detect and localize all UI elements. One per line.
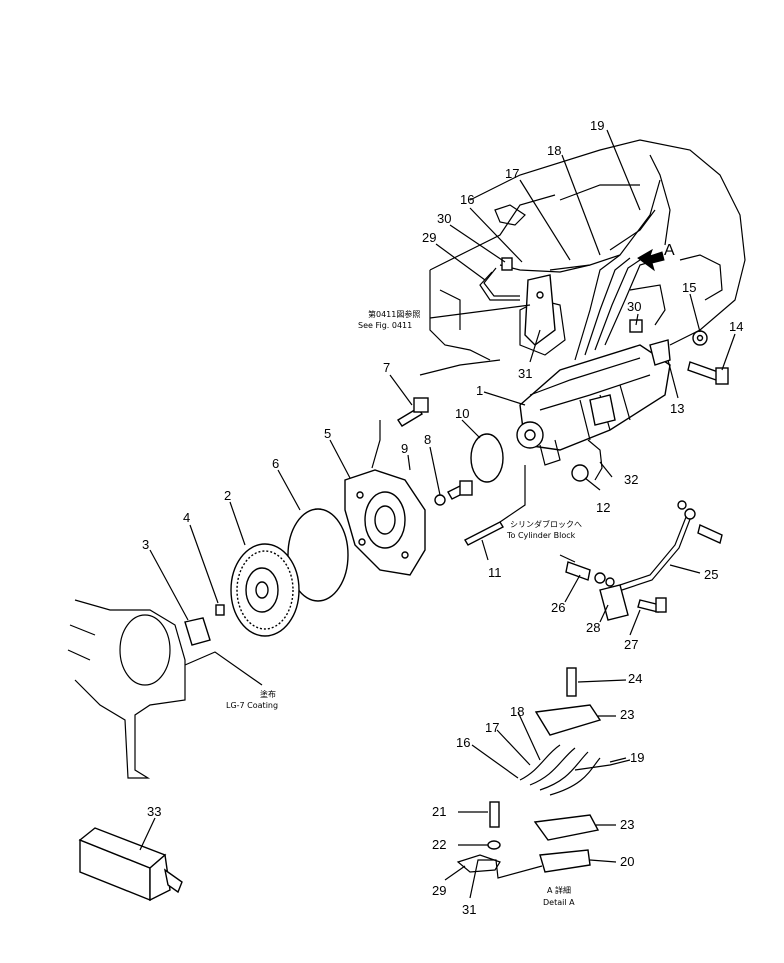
stud-11 <box>464 521 504 546</box>
detail-arrow <box>637 248 665 272</box>
callout-19-detail: 19 <box>630 750 644 765</box>
callout-4: 4 <box>183 510 190 525</box>
detail-a <box>456 667 631 873</box>
callout-18-detail: 18 <box>510 704 524 719</box>
callout-27: 27 <box>624 637 638 652</box>
callout-1: 1 <box>476 383 483 398</box>
callout-17: 17 <box>505 166 519 181</box>
pipe-32 <box>587 439 603 481</box>
callout-32: 32 <box>624 472 638 487</box>
callout-30-lower: 30 <box>627 299 641 314</box>
callout-29-detail: 29 <box>432 883 446 898</box>
callout-26: 26 <box>551 600 565 615</box>
key-4 <box>215 604 225 616</box>
washer-9 <box>434 494 446 506</box>
note-detail-en: Detail A <box>543 898 575 907</box>
bolt-7 <box>397 397 429 427</box>
pump-housing-5 <box>344 469 426 576</box>
callout-7: 7 <box>383 360 390 375</box>
callout-2: 2 <box>224 488 231 503</box>
callout-20: 20 <box>620 854 634 869</box>
callout-18: 18 <box>547 143 561 158</box>
callout-24: 24 <box>628 671 642 686</box>
callout-11: 11 <box>488 565 502 580</box>
front-cover <box>67 599 186 779</box>
note-cyl-block-jp: シリンダブロックへ <box>510 519 582 529</box>
drive-gear-2 <box>230 543 300 637</box>
callout-29-upper: 29 <box>422 230 436 245</box>
bolt-14 <box>687 361 729 385</box>
callout-23-lower: 23 <box>620 817 634 832</box>
note-see-fig-jp: 第0411図参照 <box>368 309 420 319</box>
callout-9: 9 <box>401 441 408 456</box>
engine-block <box>419 139 746 376</box>
callout-23-upper: 23 <box>620 707 634 722</box>
note-coating-jp: 塗布 <box>260 689 276 699</box>
nut-12 <box>571 464 589 482</box>
part-33 <box>78 827 183 902</box>
note-coating-en: LG-7 Coating <box>226 701 278 710</box>
callout-10: 10 <box>455 406 469 421</box>
callout-30-upper: 30 <box>437 211 451 226</box>
callout-19: 19 <box>590 118 604 133</box>
note-detail-jp: A 詳細 <box>547 885 571 895</box>
callout-13: 13 <box>670 401 684 416</box>
callout-22: 22 <box>432 837 446 852</box>
notes: 第0411図参照 See Fig. 0411 シリンダブロックへ To Cyli… <box>226 242 675 907</box>
pipe-25 <box>619 511 693 591</box>
arrow-label-a: A <box>664 242 675 259</box>
pipe-29 <box>479 267 520 301</box>
callout-numbers: 19 18 17 16 30 29 31 30 15 14 13 1 7 10 … <box>142 118 743 917</box>
callout-3: 3 <box>142 537 149 552</box>
bracket-13 <box>649 339 671 366</box>
callout-12: 12 <box>596 500 610 515</box>
nut-30-lower <box>629 319 643 333</box>
injection-lines <box>499 179 666 361</box>
callout-8: 8 <box>424 432 431 447</box>
leader-lines <box>139 129 736 899</box>
callout-17-detail: 17 <box>485 720 499 735</box>
callout-28: 28 <box>586 620 600 635</box>
fittings-26-28 <box>565 500 723 621</box>
callout-5: 5 <box>324 426 331 441</box>
callout-31-detail: 31 <box>462 902 476 917</box>
callout-25: 25 <box>704 567 718 582</box>
callout-16-detail: 16 <box>456 735 470 750</box>
nut-30-upper <box>501 257 513 271</box>
callout-15: 15 <box>682 280 696 295</box>
washer-15 <box>692 330 708 346</box>
callout-14: 14 <box>729 319 743 334</box>
bracket-31 <box>524 274 556 346</box>
injection-pump <box>516 344 671 466</box>
callout-31-upper: 31 <box>518 366 532 381</box>
note-cyl-block-en: To Cylinder Block <box>506 531 576 540</box>
note-see-fig-en: See Fig. 0411 <box>358 321 412 330</box>
callout-6: 6 <box>272 456 279 471</box>
bolt-8 <box>447 480 473 500</box>
o-ring-10 <box>470 433 504 483</box>
callout-16: 16 <box>460 192 474 207</box>
callout-33: 33 <box>147 804 161 819</box>
nut-3 <box>184 617 211 646</box>
callout-21: 21 <box>432 804 446 819</box>
gasket-6 <box>287 508 349 602</box>
